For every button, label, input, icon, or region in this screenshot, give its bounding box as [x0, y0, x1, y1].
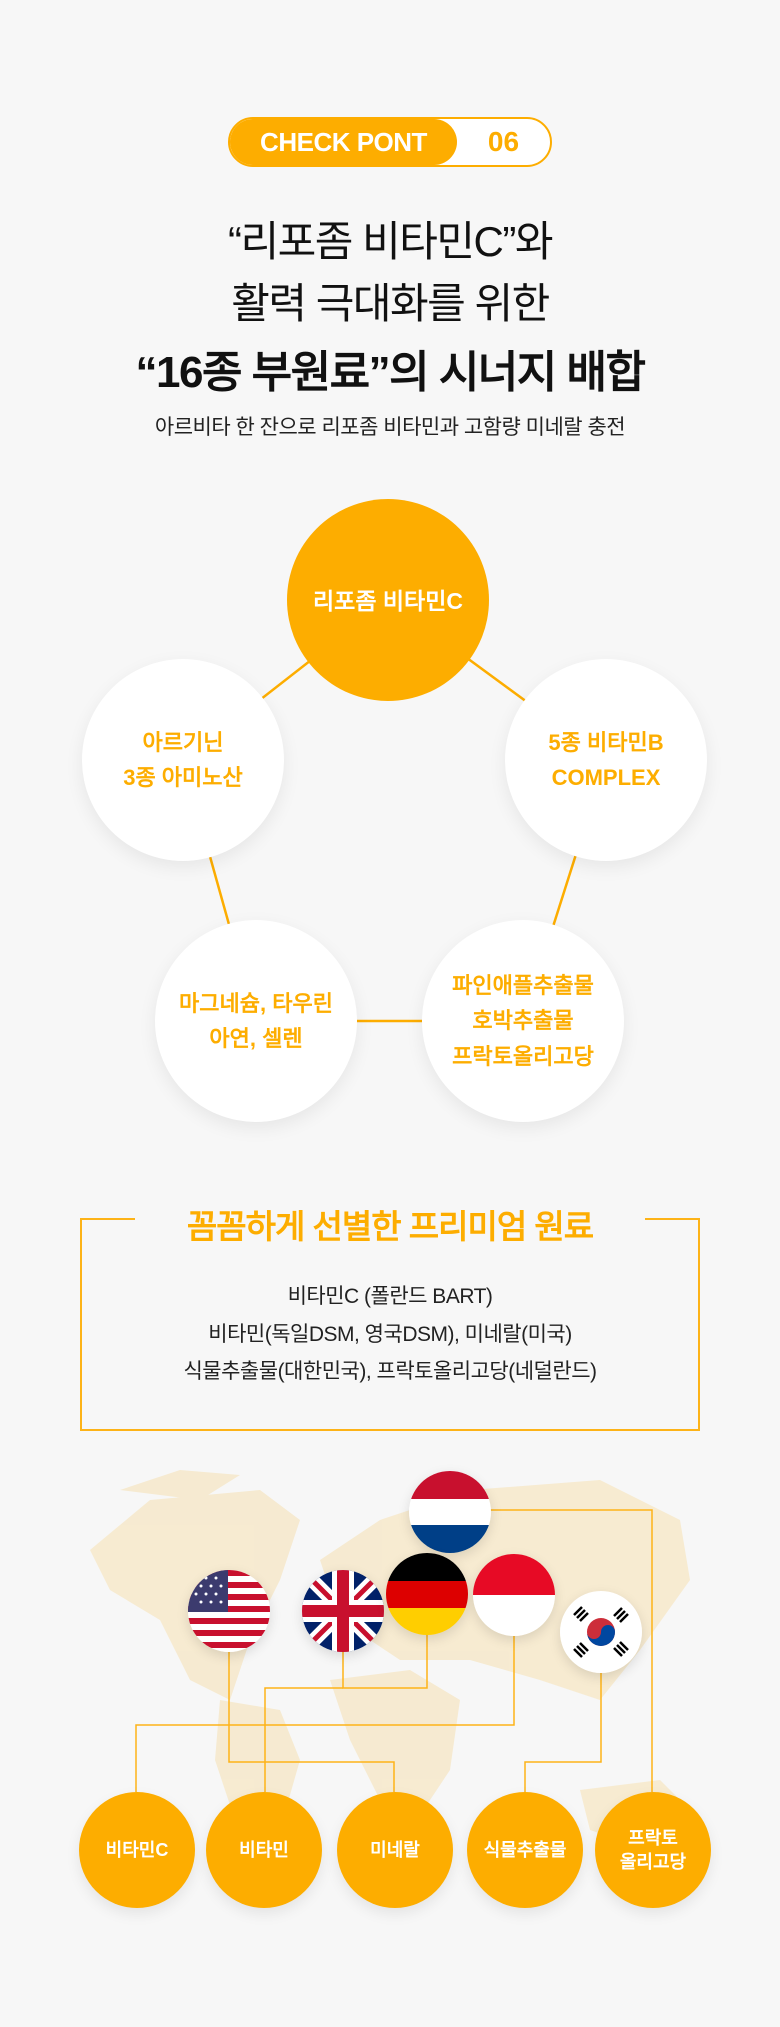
ingredient-center-liposome-vitamin-c: 리포좀 비타민C	[287, 499, 489, 701]
source-label: 비타민C	[105, 1839, 169, 1860]
headline-line-2: 활력 극대화를 위한	[231, 280, 550, 327]
source-plant-extract: 식물추출물	[467, 1792, 583, 1908]
netherlands-flag-icon	[409, 1471, 491, 1553]
ingredient-label: 아연, 셀렌	[209, 1026, 303, 1051]
check-point-number: 06	[487, 126, 520, 157]
box-top-border-left	[80, 1218, 135, 1220]
ingredient-label: 마그네슘, 타우린	[179, 990, 333, 1016]
headline-line-1: “리포좀 비타민C”와	[228, 218, 553, 265]
premium-line: 비타민(독일DSM, 영국DSM), 미네랄(미국)	[208, 1323, 572, 1346]
premium-box	[80, 1219, 700, 1431]
usa-flag-icon	[188, 1570, 270, 1652]
ingredient-label: 아르기닌	[142, 729, 224, 755]
headline-subtitle: 아르비타 한 잔으로 리포좀 비타민과 고함량 미네랄 충전	[154, 416, 626, 439]
flag-connectors	[135, 1509, 653, 1792]
source-label: 미네랄	[370, 1839, 420, 1860]
ingredient-label: 5종 비타민B	[548, 729, 664, 755]
check-point-badge: CHECK PONT 06	[228, 117, 552, 167]
indonesia-flag-icon	[473, 1554, 555, 1636]
source-label: 식물추출물	[483, 1839, 567, 1860]
check-point-label: CHECK PONT	[230, 119, 457, 165]
source-vitamin: 비타민	[206, 1792, 322, 1908]
source-vitamin-c: 비타민C	[79, 1792, 195, 1908]
box-top-border-right	[645, 1218, 700, 1220]
ingredient-label: 프락토올리고당	[452, 1043, 594, 1069]
headline-line-3: “16종 부원료”의 시너지 배합	[135, 348, 646, 397]
ingredient-label: 3종 아미노산	[123, 765, 243, 790]
ingredient-center-label: 리포좀 비타민C	[313, 588, 463, 614]
ingredient-label: 파인애플추출물	[452, 973, 594, 999]
korea-flag-icon	[560, 1591, 642, 1673]
uk-flag-icon	[302, 1570, 384, 1652]
ingredient-label: 호박추출물	[472, 1008, 574, 1034]
source-mineral: 미네랄	[337, 1792, 453, 1908]
ingredient-arginine: 아르기닌 3종 아미노산	[82, 659, 284, 861]
source-label: 올리고당	[619, 1852, 687, 1872]
source-label: 비타민	[239, 1839, 289, 1860]
ingredient-label: COMPLEX	[551, 765, 661, 790]
ingredient-vitamin-b: 5종 비타민B COMPLEX	[505, 659, 707, 861]
premium-line: 비타민C (폴란드 BART)	[287, 1285, 493, 1308]
premium-line: 식물추출물(대한민국), 프락토올리고당(네덜란드)	[183, 1360, 597, 1383]
source-label: 프락토	[628, 1827, 678, 1848]
premium-title: 꼼꼼하게 선별한 프리미엄 원료	[186, 1208, 594, 1245]
germany-flag-icon	[386, 1553, 468, 1635]
